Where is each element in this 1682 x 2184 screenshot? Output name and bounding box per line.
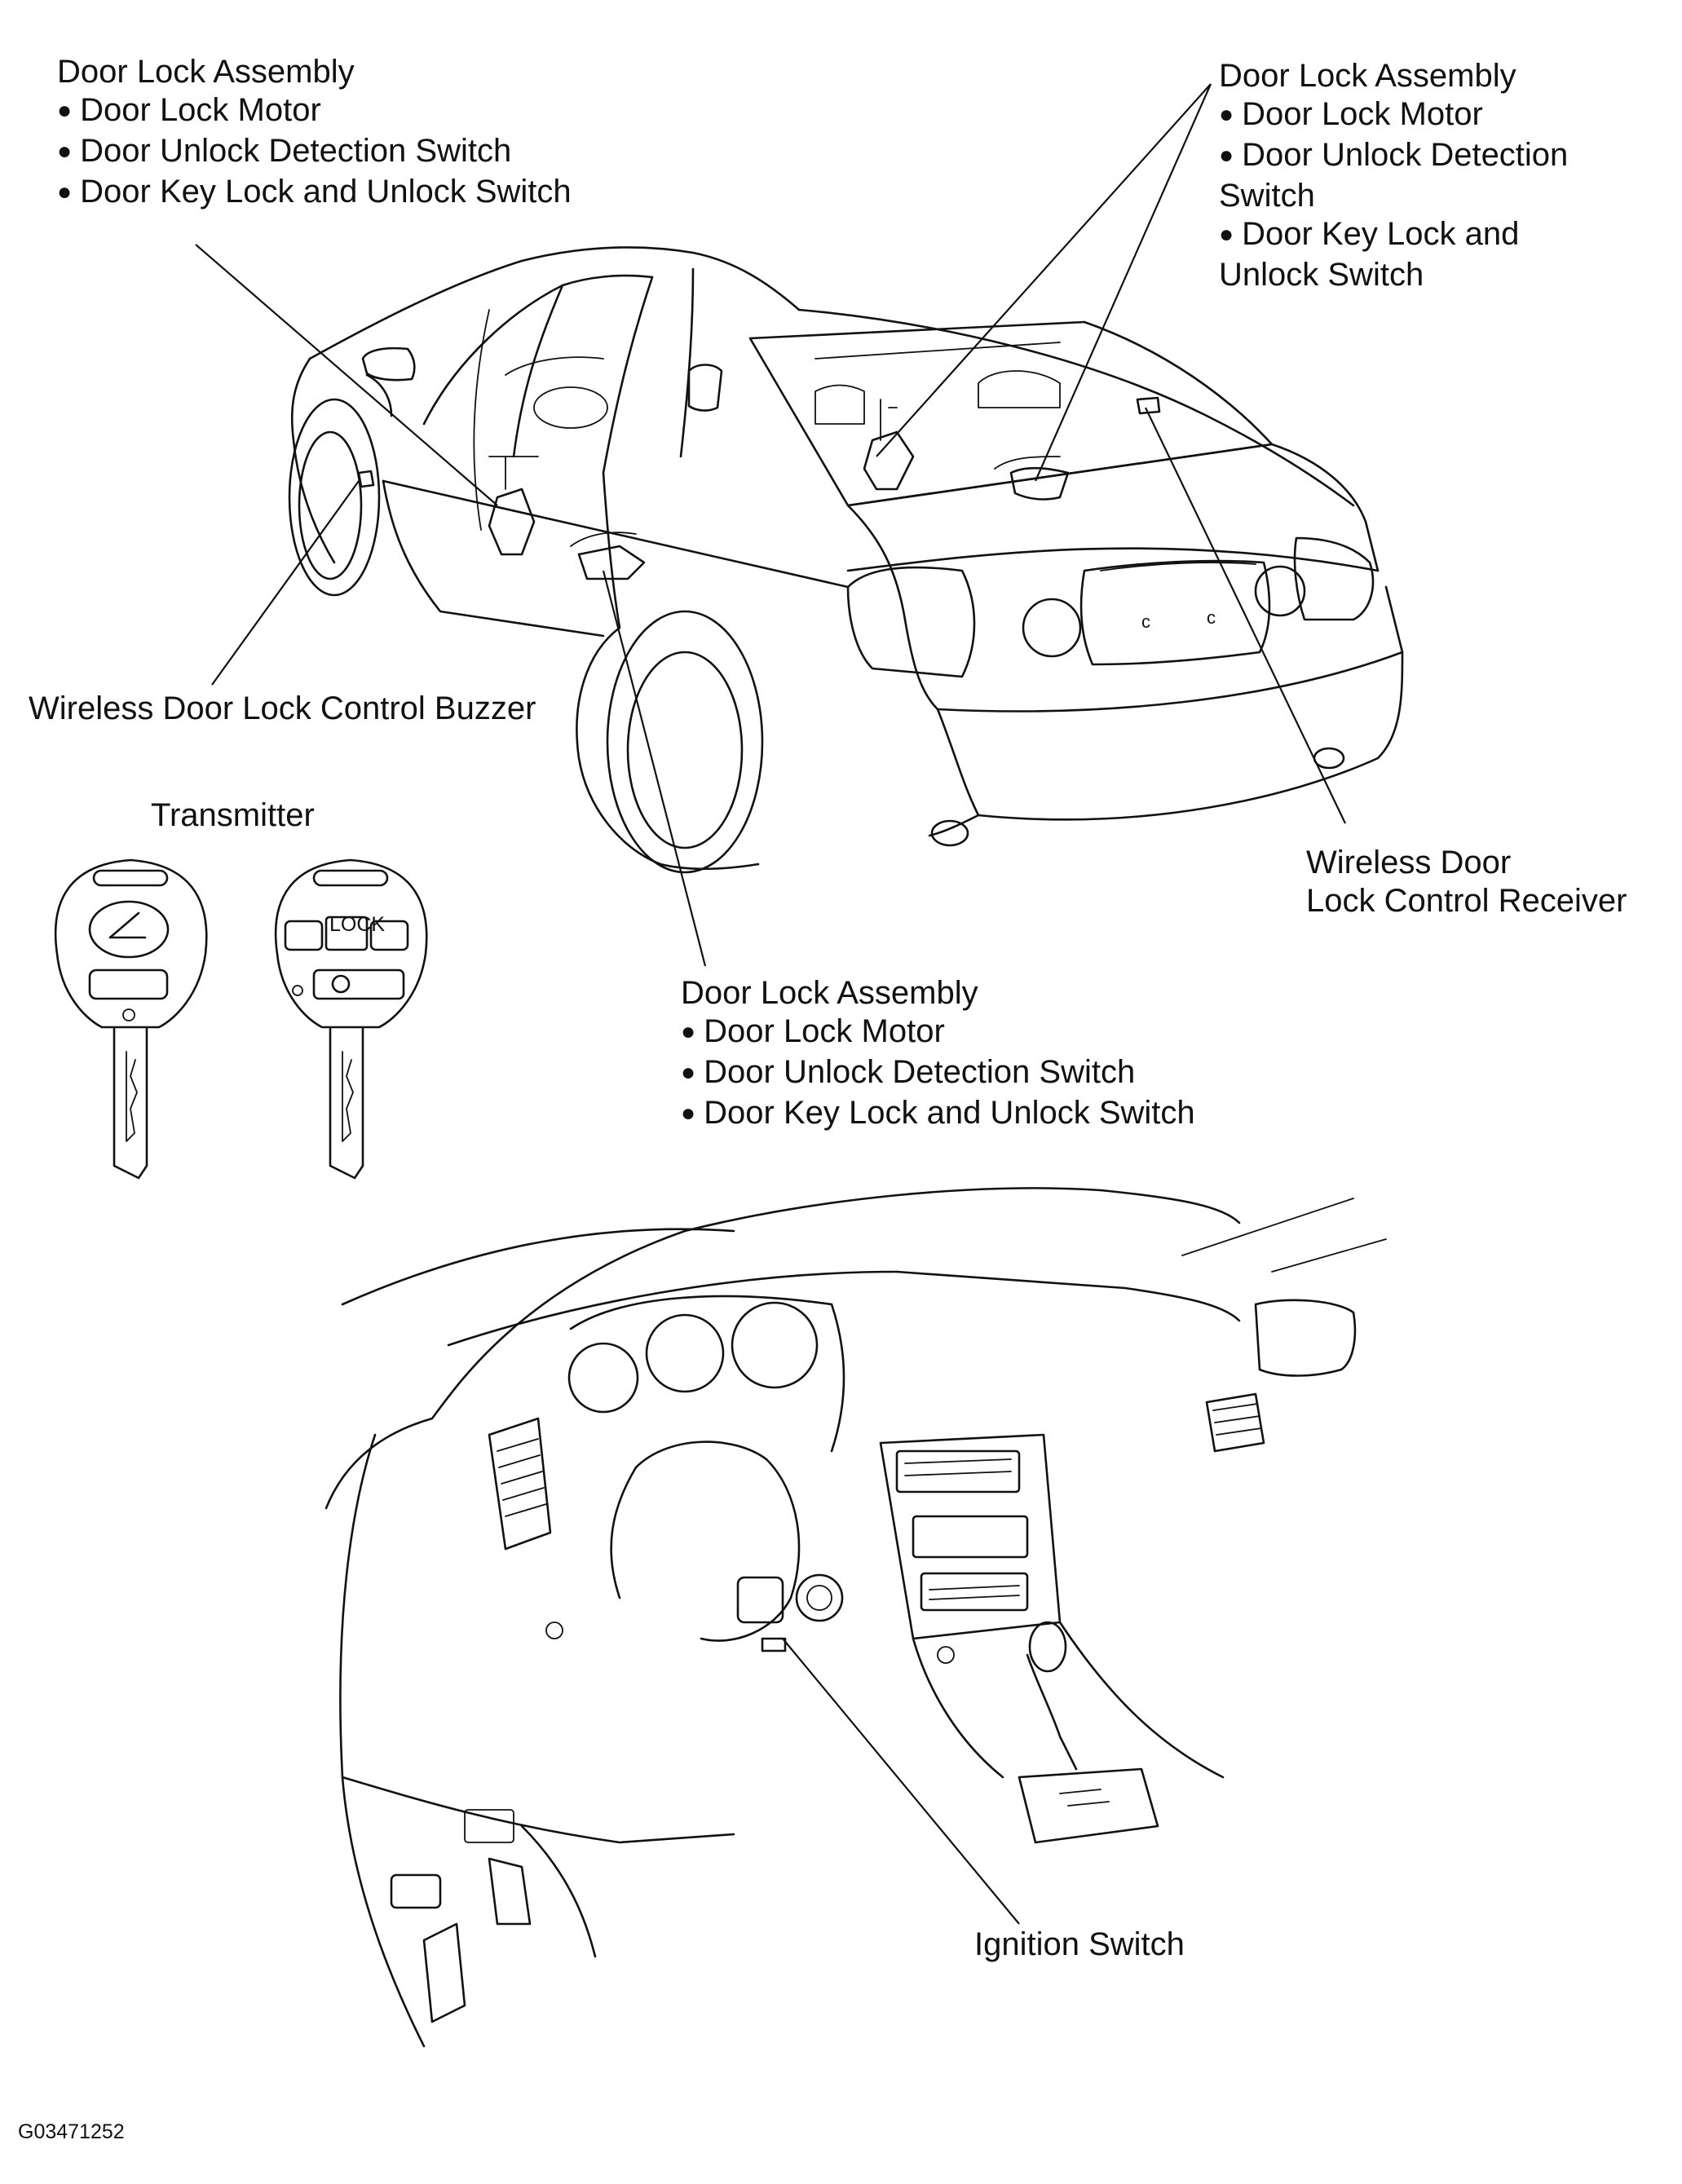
label-item-continued: Switch	[1219, 178, 1315, 214]
label-door-lock-top-right: Door Lock Assembly Door Lock Motor Door …	[1219, 57, 1568, 294]
label-door-lock-top-left: Door Lock Assembly Door Lock Motor Door …	[57, 53, 572, 214]
dashboard-icon	[324, 1187, 1387, 2048]
label-door-lock-bottom: Door Lock Assembly Door Lock Motor Door …	[681, 974, 1195, 1135]
receiver-line-1: Wireless Door	[1306, 845, 1512, 880]
label-item: Door Key Lock and	[1219, 215, 1568, 256]
label-item: Door Key Lock and Unlock Switch	[57, 173, 572, 214]
label-buzzer: Wireless Door Lock Control Buzzer	[29, 690, 536, 728]
label-title: Door Lock Assembly	[1219, 58, 1516, 94]
buzzer-text: Wireless Door Lock Control Buzzer	[29, 690, 536, 726]
label-item: Door Unlock Detection Switch	[681, 1053, 1195, 1094]
label-item: Door Unlock Detection	[1219, 136, 1568, 177]
car-body-icon: c c	[288, 246, 1404, 874]
label-item-continued: Unlock Switch	[1219, 257, 1424, 293]
label-item: Door Lock Motor	[1219, 95, 1568, 136]
label-ignition: Ignition Switch	[974, 1926, 1185, 1964]
label-title: Door Lock Assembly	[681, 975, 978, 1011]
figure-code-text: G03471252	[18, 2120, 125, 2143]
svg-text:LOCK: LOCK	[329, 913, 385, 936]
svg-text:c: c	[1207, 607, 1216, 628]
label-receiver: Wireless Door Lock Control Receiver	[1306, 844, 1627, 920]
label-transmitter: Transmitter	[151, 796, 315, 835]
lexus-logo-icon	[88, 900, 170, 959]
label-item: Door Unlock Detection Switch	[57, 132, 572, 173]
svg-text:c: c	[1141, 611, 1150, 632]
label-item: Door Lock Motor	[57, 91, 572, 132]
figure-code: G03471252	[18, 2120, 125, 2144]
leader-lines	[195, 83, 1346, 1925]
key-transmitter-front-icon	[54, 858, 208, 1180]
label-item: Door Lock Motor	[681, 1013, 1195, 1053]
transmitter-text: Transmitter	[151, 797, 315, 833]
label-item: Door Key Lock and Unlock Switch	[681, 1094, 1195, 1135]
key-transmitter-back-icon: LOCK	[274, 858, 428, 1180]
label-title: Door Lock Assembly	[57, 54, 355, 90]
ignition-text: Ignition Switch	[974, 1926, 1185, 1962]
receiver-line-2: Lock Control Receiver	[1306, 883, 1627, 919]
